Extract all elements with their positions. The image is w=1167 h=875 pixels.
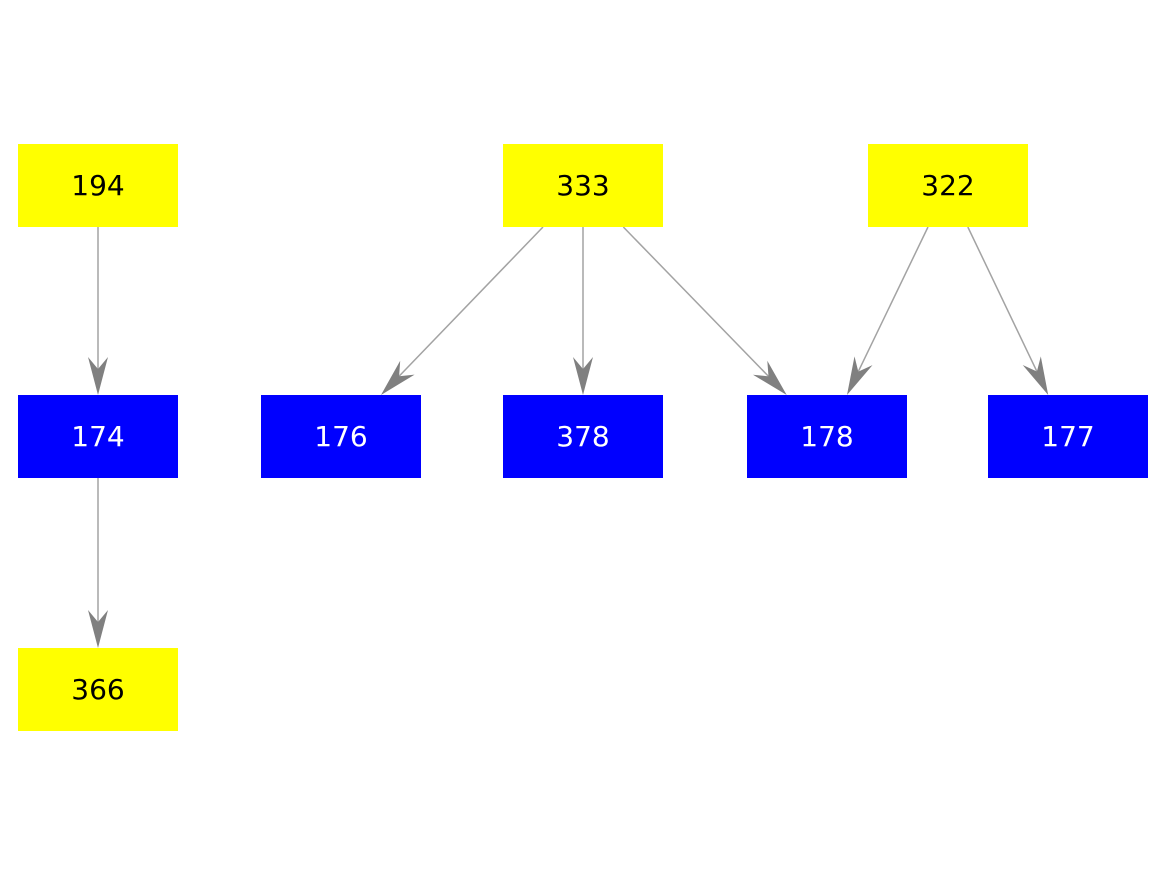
node-194: 194 xyxy=(18,144,178,227)
node-366: 366 xyxy=(18,648,178,731)
arrowhead-333-178 xyxy=(753,360,787,395)
arrowhead-322-177 xyxy=(1022,356,1049,395)
edge-333-178 xyxy=(622,226,770,377)
node-174: 174 xyxy=(18,395,178,478)
edge-333-176 xyxy=(398,226,544,377)
node-322: 322 xyxy=(868,144,1028,227)
arrowhead-174-366 xyxy=(88,610,108,648)
edge-322-178 xyxy=(857,226,929,372)
node-378: 378 xyxy=(503,395,663,478)
arrowhead-333-378 xyxy=(573,357,593,395)
node-177: 177 xyxy=(988,395,1148,478)
node-333: 333 xyxy=(503,144,663,227)
arrowhead-194-174 xyxy=(88,357,108,395)
edge-322-177 xyxy=(967,226,1038,372)
node-178: 178 xyxy=(747,395,907,478)
arrowhead-322-178 xyxy=(847,356,873,395)
node-176: 176 xyxy=(261,395,421,478)
arrowhead-333-176 xyxy=(381,360,415,395)
